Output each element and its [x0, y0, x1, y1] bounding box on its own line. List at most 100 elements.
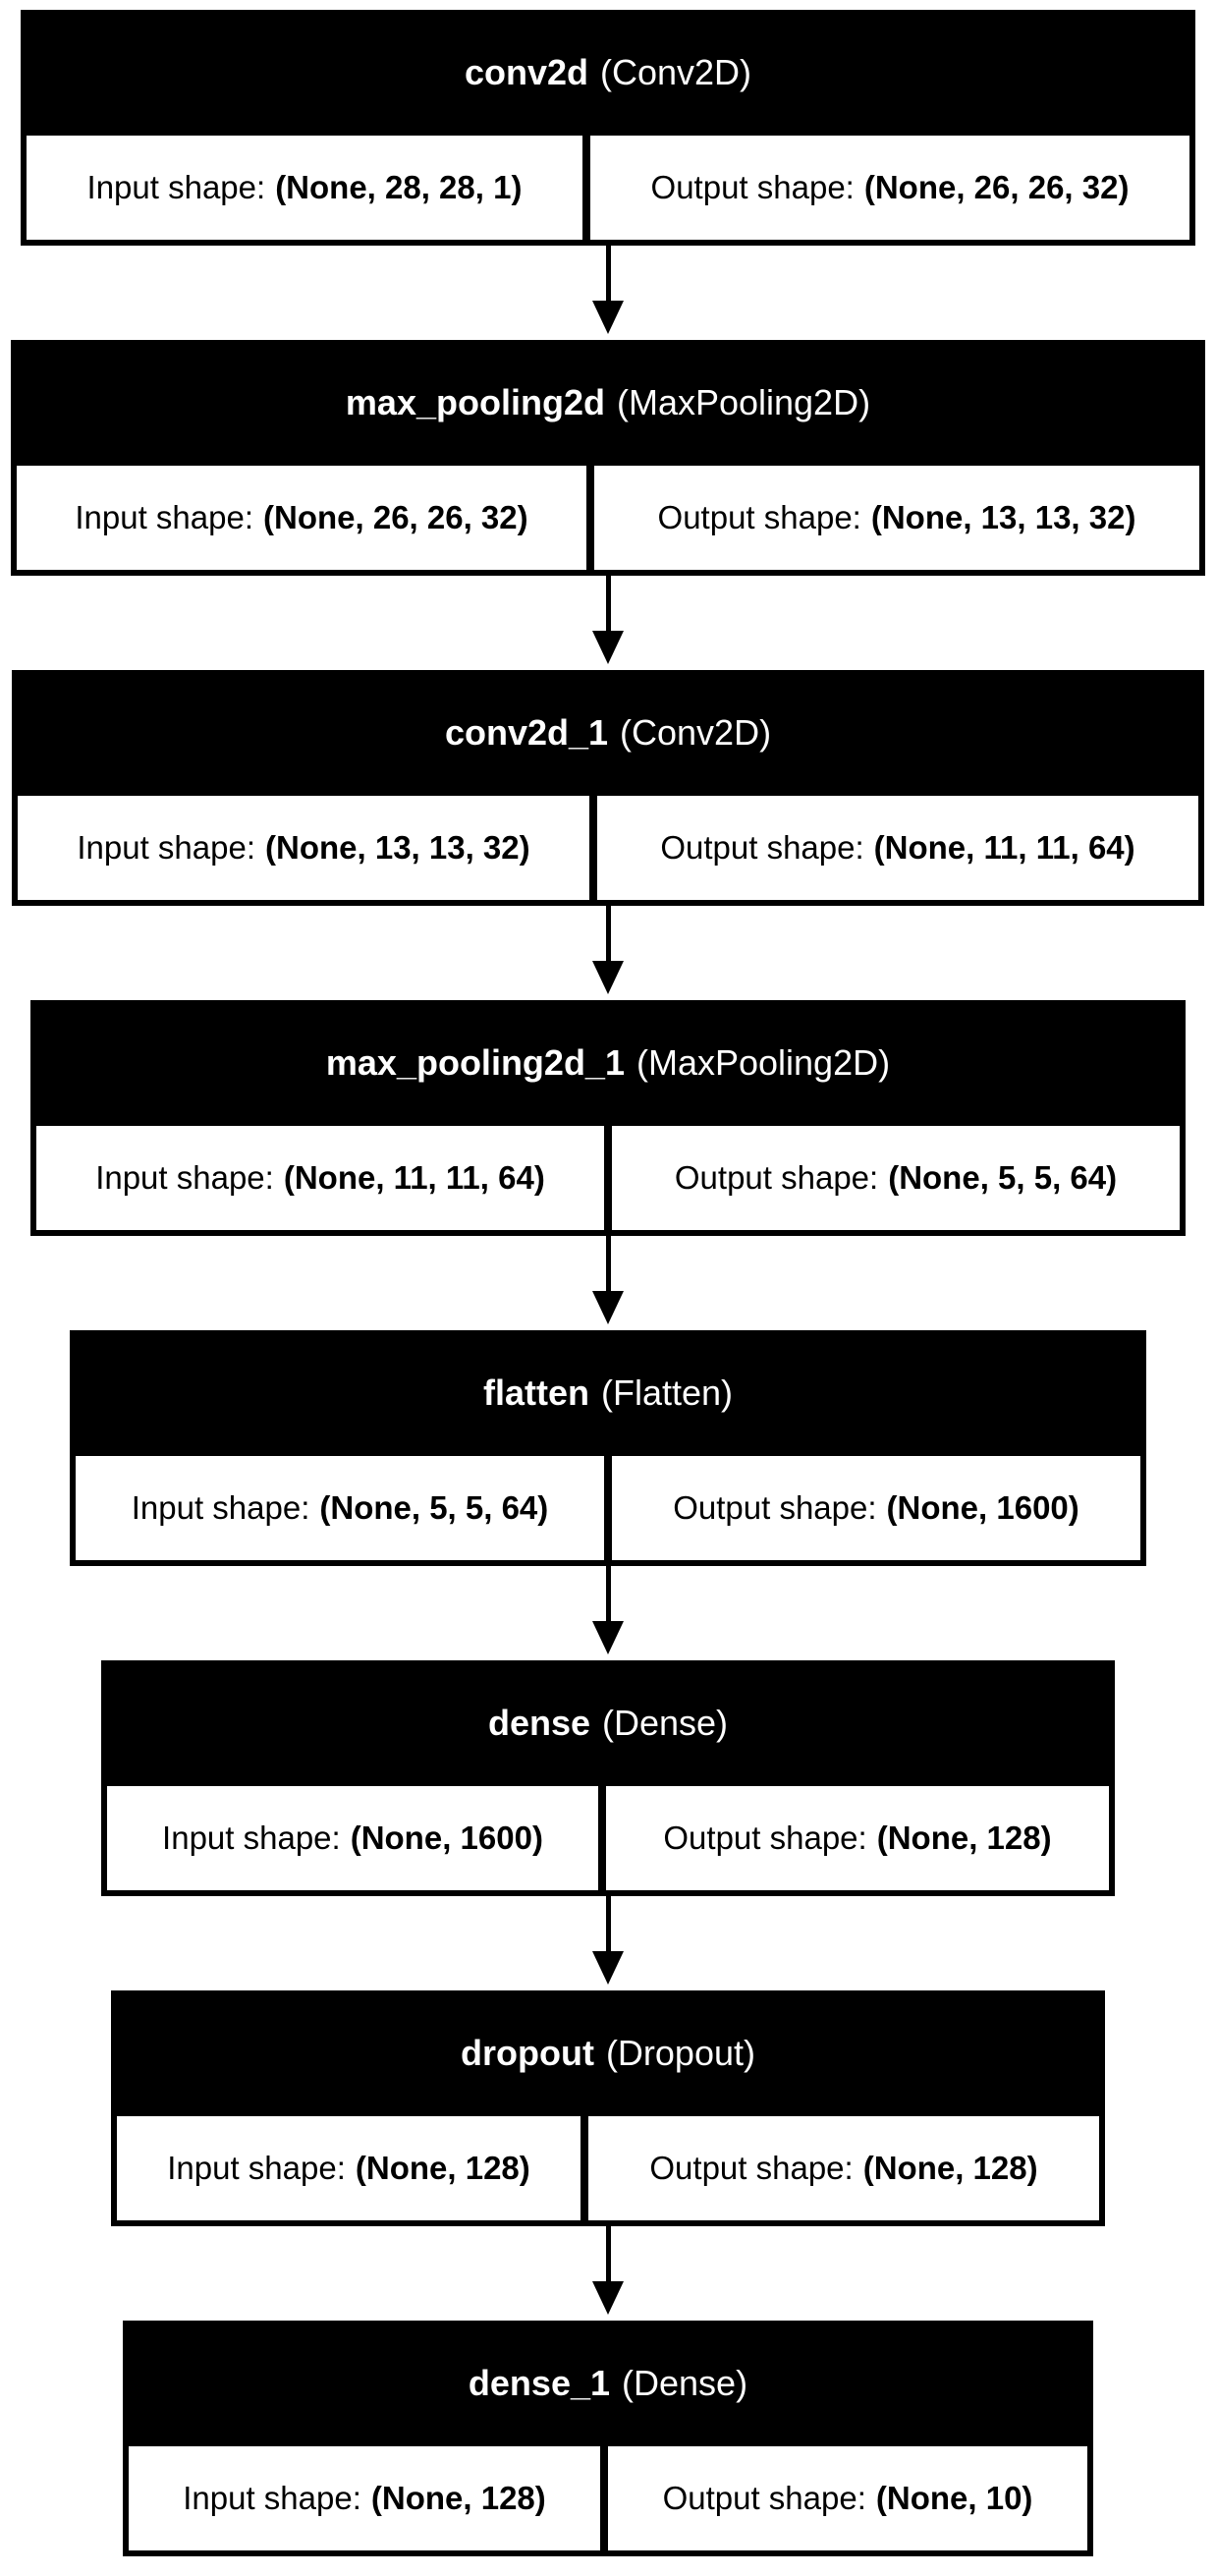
layer-name: conv2d_1 — [444, 712, 609, 753]
connector-line — [606, 1236, 611, 1295]
input-shape-cell: Input shape: (None, 28, 28, 1) — [27, 136, 582, 240]
layer-node-dense-1: dense_1 (Dense) Input shape: (None, 128)… — [123, 2321, 1093, 2556]
output-shape-cell: Output shape: (None, 13, 13, 32) — [594, 466, 1199, 570]
shape-row: Input shape: (None, 5, 5, 64) Output sha… — [76, 1456, 1140, 1560]
layer-name: max_pooling2d — [345, 382, 605, 422]
output-shape-value: (None, 128) — [862, 2150, 1038, 2186]
input-shape-label: Input shape: — [95, 1159, 274, 1196]
input-shape-value: (None, 1600) — [350, 1820, 543, 1856]
layer-node-max-pooling2d-1: max_pooling2d_1 (MaxPooling2D) Input sha… — [30, 1000, 1186, 1236]
layer-node-flatten: flatten (Flatten) Input shape: (None, 5,… — [70, 1330, 1146, 1566]
connector-line — [606, 2226, 611, 2285]
input-shape-cell: Input shape: (None, 128) — [129, 2446, 600, 2550]
shape-row: Input shape: (None, 26, 26, 32) Output s… — [17, 466, 1199, 570]
layer-type: (Conv2D) — [620, 712, 772, 753]
layer-node-conv2d-1: conv2d_1 (Conv2D) Input shape: (None, 13… — [12, 670, 1204, 906]
layer-type: (Flatten) — [600, 1372, 734, 1413]
output-shape-value: (None, 11, 11, 64) — [873, 829, 1135, 866]
output-shape-label: Output shape: — [662, 2480, 866, 2516]
output-shape-value: (None, 13, 13, 32) — [870, 499, 1136, 535]
output-shape-value: (None, 1600) — [886, 1489, 1079, 1526]
layer-node-max-pooling2d: max_pooling2d (MaxPooling2D) Input shape… — [11, 340, 1205, 576]
input-shape-value: (None, 5, 5, 64) — [319, 1489, 549, 1526]
input-shape-value: (None, 11, 11, 64) — [283, 1159, 545, 1196]
output-shape-cell: Output shape: (None, 11, 11, 64) — [597, 796, 1198, 900]
layer-type: (Dense) — [602, 1703, 729, 1743]
output-shape-cell: Output shape: (None, 26, 26, 32) — [590, 136, 1189, 240]
layer-header: dense (Dense) — [107, 1660, 1109, 1786]
shape-row: Input shape: (None, 13, 13, 32) Output s… — [18, 796, 1198, 900]
layer-header: dropout (Dropout) — [117, 1990, 1099, 2116]
connector-line — [606, 1566, 611, 1625]
layer-name: conv2d — [464, 52, 588, 92]
layer-type: (MaxPooling2D) — [616, 382, 871, 422]
connector-line — [606, 576, 611, 635]
arrow-down-icon — [592, 1621, 624, 1654]
layer-header: conv2d (Conv2D) — [27, 10, 1189, 136]
layer-name: dropout — [460, 2033, 594, 2073]
connector-line — [606, 906, 611, 965]
layer-name: dense — [487, 1703, 590, 1743]
arrow-down-icon — [592, 2281, 624, 2315]
input-shape-cell: Input shape: (None, 11, 11, 64) — [36, 1126, 604, 1230]
input-shape-value: (None, 28, 28, 1) — [275, 169, 523, 205]
layer-header: conv2d_1 (Conv2D) — [18, 670, 1198, 796]
output-shape-label: Output shape: — [673, 1489, 877, 1526]
shape-row: Input shape: (None, 128) Output shape: (… — [117, 2116, 1099, 2220]
layer-type: (Dense) — [622, 2363, 748, 2403]
output-shape-label: Output shape: — [649, 2150, 854, 2186]
input-shape-value: (None, 26, 26, 32) — [263, 499, 528, 535]
output-shape-label: Output shape: — [674, 1159, 879, 1196]
output-shape-cell: Output shape: (None, 1600) — [612, 1456, 1140, 1560]
input-shape-label: Input shape: — [167, 2150, 346, 2186]
output-shape-value: (None, 10) — [875, 2480, 1033, 2516]
input-shape-label: Input shape: — [183, 2480, 361, 2516]
output-shape-value: (None, 128) — [876, 1820, 1052, 1856]
shape-row: Input shape: (None, 128) Output shape: (… — [129, 2446, 1087, 2550]
output-shape-cell: Output shape: (None, 5, 5, 64) — [612, 1126, 1180, 1230]
layer-node-conv2d: conv2d (Conv2D) Input shape: (None, 28, … — [21, 10, 1195, 246]
layer-header: max_pooling2d (MaxPooling2D) — [17, 340, 1199, 466]
layer-header: max_pooling2d_1 (MaxPooling2D) — [36, 1000, 1180, 1126]
layer-name: max_pooling2d_1 — [325, 1042, 625, 1083]
input-shape-cell: Input shape: (None, 26, 26, 32) — [17, 466, 586, 570]
shape-row: Input shape: (None, 28, 28, 1) Output sh… — [27, 136, 1189, 240]
layer-node-dropout: dropout (Dropout) Input shape: (None, 12… — [111, 1990, 1105, 2226]
layer-header: flatten (Flatten) — [76, 1330, 1140, 1456]
output-shape-label: Output shape: — [657, 499, 861, 535]
input-shape-label: Input shape: — [162, 1820, 341, 1856]
input-shape-cell: Input shape: (None, 128) — [117, 2116, 580, 2220]
arrow-down-icon — [592, 301, 624, 334]
layer-type: (Dropout) — [605, 2033, 755, 2073]
input-shape-label: Input shape: — [77, 829, 256, 866]
output-shape-label: Output shape: — [660, 829, 864, 866]
output-shape-cell: Output shape: (None, 128) — [606, 1786, 1109, 1890]
output-shape-cell: Output shape: (None, 10) — [608, 2446, 1087, 2550]
arrow-down-icon — [592, 631, 624, 664]
layer-name: dense_1 — [468, 2363, 611, 2403]
layer-node-dense: dense (Dense) Input shape: (None, 1600) … — [101, 1660, 1115, 1896]
input-shape-label: Input shape: — [131, 1489, 310, 1526]
input-shape-value: (None, 128) — [370, 2480, 546, 2516]
arrow-down-icon — [592, 1951, 624, 1985]
output-shape-label: Output shape: — [663, 1820, 867, 1856]
connector-line — [606, 246, 611, 305]
layer-header: dense_1 (Dense) — [129, 2321, 1087, 2446]
arrow-down-icon — [592, 961, 624, 994]
input-shape-cell: Input shape: (None, 5, 5, 64) — [76, 1456, 604, 1560]
input-shape-value: (None, 13, 13, 32) — [265, 829, 530, 866]
shape-row: Input shape: (None, 1600) Output shape: … — [107, 1786, 1109, 1890]
input-shape-cell: Input shape: (None, 1600) — [107, 1786, 598, 1890]
shape-row: Input shape: (None, 11, 11, 64) Output s… — [36, 1126, 1180, 1230]
layer-type: (MaxPooling2D) — [636, 1042, 891, 1083]
output-shape-value: (None, 26, 26, 32) — [863, 169, 1130, 205]
input-shape-label: Input shape: — [75, 499, 254, 535]
layer-name: flatten — [482, 1372, 589, 1413]
input-shape-cell: Input shape: (None, 13, 13, 32) — [18, 796, 589, 900]
output-shape-cell: Output shape: (None, 128) — [588, 2116, 1099, 2220]
connector-line — [606, 1896, 611, 1955]
output-shape-label: Output shape: — [650, 169, 855, 205]
input-shape-label: Input shape: — [86, 169, 266, 205]
layer-type: (Conv2D) — [600, 52, 752, 92]
output-shape-value: (None, 5, 5, 64) — [888, 1159, 1118, 1196]
